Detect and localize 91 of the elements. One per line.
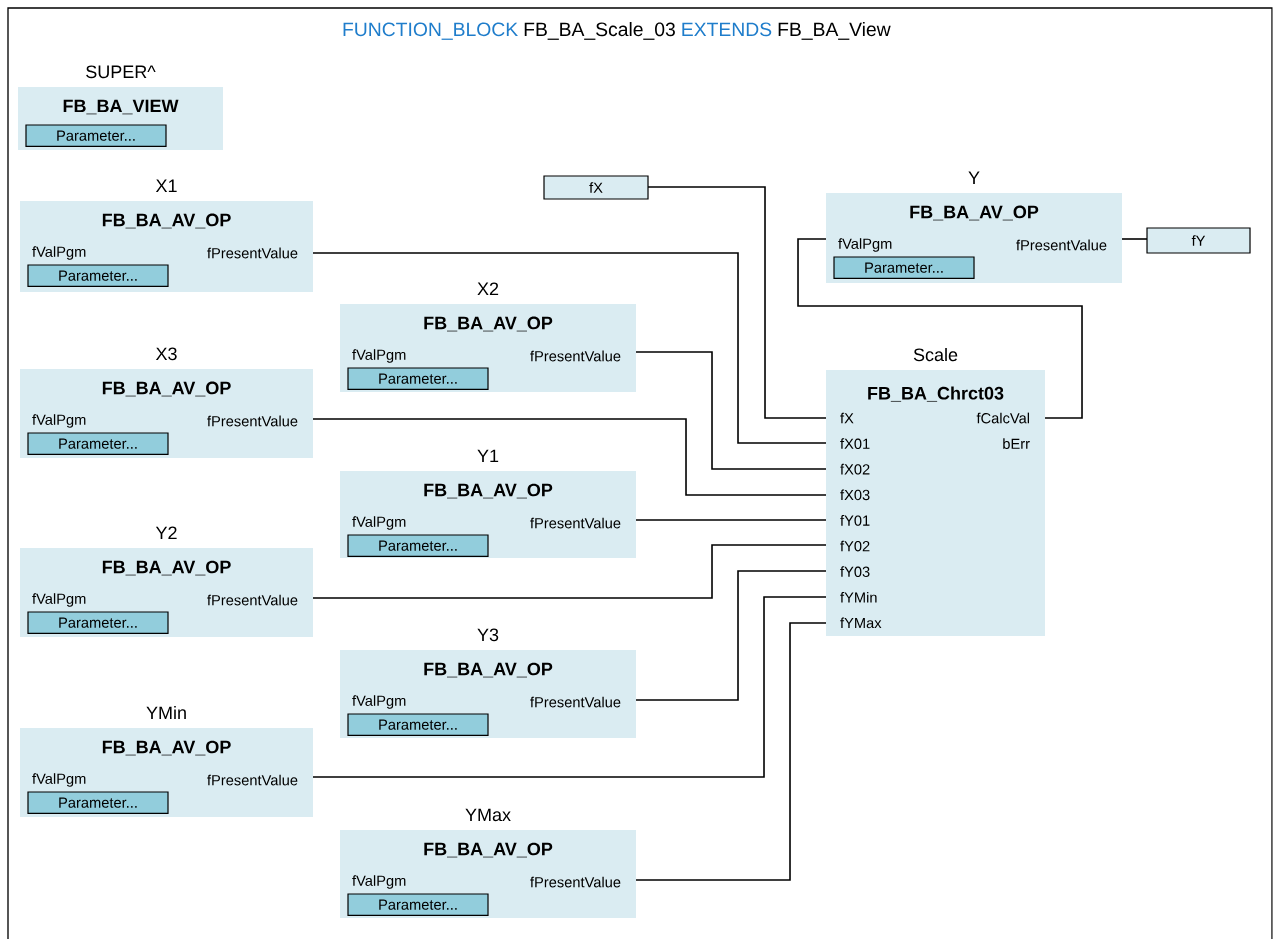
- instance-name: X3: [155, 347, 177, 361]
- pin-label: fValPgm: [352, 349, 406, 363]
- pin-label: fX: [840, 412, 854, 424]
- pin-label: fValPgm: [352, 516, 406, 530]
- connector-line: [312, 252, 827, 444]
- title-keyword: FUNCTION_BLOCK: [343, 22, 518, 40]
- function-block: [826, 347, 1045, 636]
- parameter-button: Parameter...: [27, 432, 169, 455]
- title-name: FB_BA_Scale_03: [524, 22, 675, 40]
- connector-line: [647, 186, 827, 419]
- pin-label: fPresentValue: [530, 876, 621, 888]
- pin-label: fValPgm: [352, 695, 406, 709]
- variable-box: [1146, 227, 1251, 254]
- instance-name: YMin: [146, 705, 186, 719]
- pin-label: fYMax: [840, 617, 882, 629]
- connector-line: [797, 238, 1083, 419]
- pin-label: fPresentValue: [530, 696, 621, 708]
- connector-line: [635, 519, 827, 521]
- connector-line: [1121, 238, 1148, 240]
- pin-label: fX01: [840, 438, 870, 449]
- pin-label: fY03: [840, 566, 870, 577]
- instance-name: YMax: [465, 808, 511, 822]
- function-block: [18, 65, 223, 150]
- function-block: [826, 171, 1122, 283]
- pin-label: fValPgm: [32, 773, 86, 787]
- parameter-button: Parameter...: [347, 367, 489, 390]
- block-type: FB_BA_AV_OP: [424, 842, 553, 858]
- pin-label: fPresentValue: [207, 247, 298, 259]
- pin-label: fValPgm: [32, 246, 86, 260]
- connector-line: [635, 622, 827, 881]
- variable-name: fY: [1191, 235, 1206, 246]
- function-block: [20, 347, 313, 458]
- instance-name: Scale: [913, 347, 958, 362]
- title-keyword: EXTENDS: [682, 22, 772, 37]
- block-type: FB_BA_Chrct03: [868, 386, 1004, 402]
- parameter-button: Parameter...: [833, 256, 975, 279]
- pin-label: fValPgm: [352, 875, 406, 889]
- instance-name: SUPER^: [86, 65, 156, 79]
- parameter-button: Parameter...: [27, 264, 169, 287]
- function-block: [340, 628, 636, 738]
- block-type: FB_BA_AV_OP: [424, 483, 553, 499]
- pin-label: fPresentValue: [207, 415, 298, 427]
- block-type: FB_BA_AV_OP: [102, 381, 231, 397]
- pin-label: fY01: [840, 515, 870, 526]
- pin-label: fPresentValue: [207, 774, 298, 786]
- pin-label: fPresentValue: [530, 350, 621, 362]
- instance-name: Y: [968, 171, 980, 184]
- instance-name: Y2: [155, 526, 177, 539]
- pin-label: fYMin: [840, 591, 877, 603]
- title-name: FB_BA_View: [778, 22, 891, 40]
- parameter-button: Parameter...: [347, 893, 489, 916]
- function-block: [340, 282, 636, 392]
- block-type: FB_BA_VIEW: [63, 99, 179, 115]
- connector-line: [312, 418, 827, 496]
- block-type: FB_BA_AV_OP: [424, 662, 553, 678]
- variable-box: [543, 175, 649, 200]
- block-type: FB_BA_AV_OP: [102, 740, 231, 756]
- block-type: FB_BA_AV_OP: [424, 316, 553, 332]
- pin-label: fX02: [840, 463, 870, 475]
- instance-name: Y3: [477, 628, 499, 642]
- block-type: FB_BA_AV_OP: [102, 560, 231, 576]
- pin-label: fValPgm: [32, 414, 86, 428]
- connector-line: [635, 351, 827, 470]
- block-type: FB_BA_AV_OP: [102, 213, 231, 229]
- pin-label: fValPgm: [32, 593, 86, 607]
- pin-label: fValPgm: [838, 238, 892, 252]
- pin-label: fY02: [840, 540, 870, 552]
- pin-label: fPresentValue: [207, 594, 298, 606]
- pin-label: fCalcVal: [976, 412, 1030, 424]
- parameter-button: Parameter...: [25, 124, 167, 147]
- function-block: [340, 449, 636, 558]
- pin-label: fPresentValue: [1016, 239, 1107, 251]
- connector-line: [312, 596, 827, 778]
- connector-line: [312, 544, 827, 599]
- pin-label: bErr: [1003, 438, 1030, 449]
- parameter-button: Parameter...: [347, 534, 489, 557]
- instance-name: X2: [477, 282, 499, 295]
- connector-line: [635, 570, 827, 701]
- instance-name: Y1: [477, 449, 499, 462]
- instance-name: X1: [155, 179, 177, 192]
- function-block: [340, 808, 636, 918]
- pin-label: fPresentValue: [530, 517, 621, 529]
- function-block: [20, 179, 313, 292]
- function-block: [20, 526, 313, 637]
- pin-label: fX03: [840, 489, 870, 501]
- variable-name: fX: [589, 182, 603, 193]
- parameter-button: Parameter...: [347, 713, 489, 736]
- parameter-button: Parameter...: [27, 611, 169, 634]
- block-type: FB_BA_AV_OP: [910, 205, 1039, 221]
- parameter-button: Parameter...: [27, 791, 169, 814]
- function-block: [20, 705, 313, 817]
